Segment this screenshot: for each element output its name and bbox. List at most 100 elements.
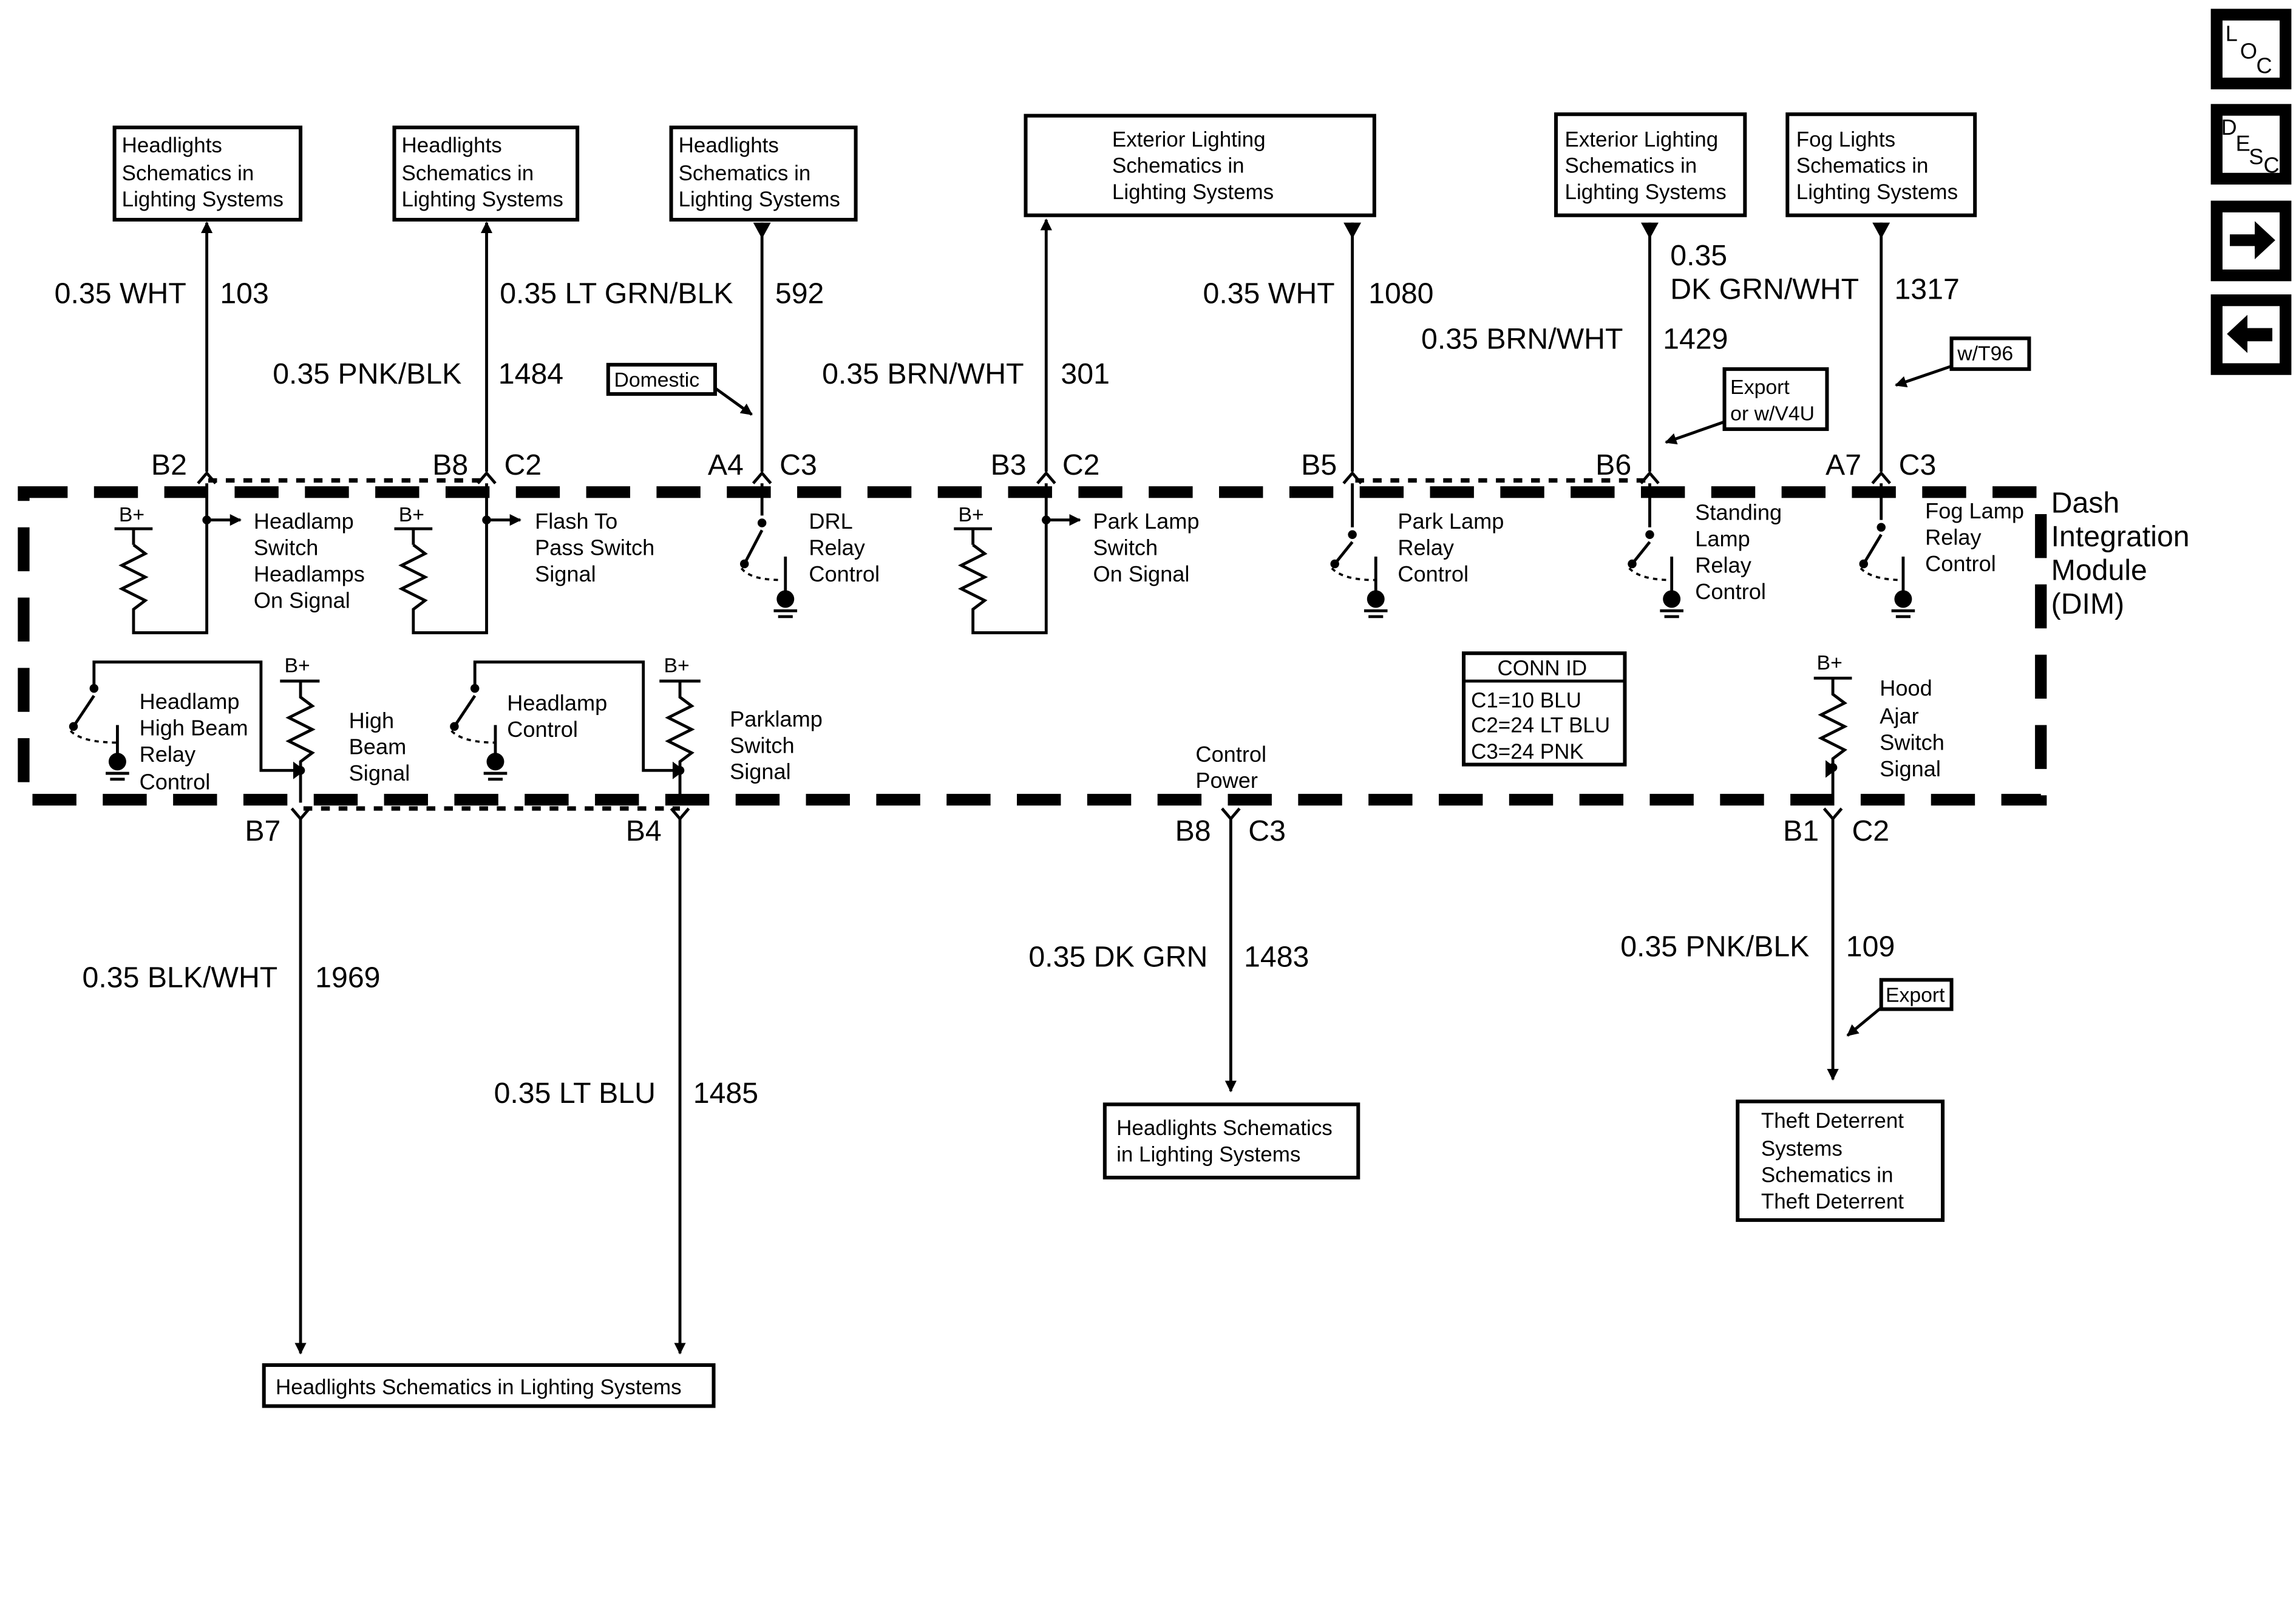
svg-text:301: 301 (1061, 358, 1110, 390)
dest-box-exterior-lighting-1: Exterior Lighting Schematics in Lighting… (1024, 114, 1376, 217)
dest-box-headlights-1: Headlights Schematics in Lighting System… (112, 125, 303, 222)
svg-text:Relay: Relay (809, 535, 865, 560)
svg-text:Systems: Systems (1761, 1137, 1843, 1161)
svg-text:Headlights Schematics in Light: Headlights Schematics in Lighting System… (276, 1375, 682, 1399)
dest-box-headlights-3: Headlights Schematics in Lighting System… (669, 125, 858, 222)
svg-text:C: C (2256, 53, 2272, 78)
svg-text:Control: Control (140, 770, 211, 795)
svg-text:Switch: Switch (1093, 535, 1158, 560)
svg-text:Theft Deterrent: Theft Deterrent (1761, 1190, 1904, 1213)
dim-module-name: Dash Integration Module (DIM) (2051, 487, 2190, 621)
svg-text:109: 109 (1846, 931, 1895, 963)
dim-module-outline (18, 486, 2047, 806)
svg-text:C3: C3 (1248, 815, 1286, 847)
svg-text:0.35: 0.35 (1670, 239, 1727, 272)
svg-text:Headlamp: Headlamp (254, 509, 354, 534)
svg-text:CONN ID: CONN ID (1498, 656, 1588, 680)
circuit-headlamp-high-beam: Headlamp High Beam Relay Control B+ High… (69, 654, 410, 803)
svg-text:Park Lamp: Park Lamp (1093, 509, 1200, 534)
note-export: Export (1846, 978, 1954, 1037)
svg-text:E: E (2236, 131, 2250, 156)
arrow-right-icon (2230, 221, 2275, 260)
svg-text:Lighting Systems: Lighting Systems (1565, 180, 1727, 204)
svg-text:Signal: Signal (535, 561, 596, 586)
svg-text:Signal: Signal (1880, 756, 1941, 781)
dest-box-headlights-bottom-long: Headlights Schematics in Lighting System… (262, 1363, 716, 1408)
svg-text:Relay: Relay (1925, 525, 1982, 550)
svg-text:1484: 1484 (498, 358, 563, 390)
svg-text:B+: B+ (1817, 651, 1843, 674)
svg-text:Export: Export (1886, 984, 1945, 1007)
svg-text:0.35 DK GRN: 0.35 DK GRN (1028, 941, 1207, 974)
svg-text:Domestic: Domestic (614, 368, 699, 392)
svg-text:0.35 PNK/BLK: 0.35 PNK/BLK (1620, 931, 1809, 963)
svg-text:L: L (2226, 21, 2238, 46)
dest-box-fog-lights: Fog Lights Schematics in Lighting System… (1785, 112, 1977, 217)
svg-text:Signal: Signal (349, 761, 410, 785)
pin-labels-bottom: B7 B4 B8 C3 B1 C2 (245, 815, 1889, 847)
svg-text:B6: B6 (1595, 449, 1631, 481)
svg-text:Schematics in: Schematics in (1761, 1163, 1894, 1187)
svg-text:Ajar: Ajar (1880, 703, 1918, 728)
wire-592: 0.35 LT GRN/BLK 592 (500, 277, 824, 310)
svg-text:Relay: Relay (140, 742, 196, 767)
svg-text:Control: Control (809, 561, 880, 586)
wire-1483: 0.35 DK GRN 1483 (1028, 941, 1309, 974)
svg-text:Headlamp: Headlamp (507, 690, 607, 715)
desc-button[interactable]: D E S C (2210, 104, 2292, 185)
svg-text:592: 592 (775, 277, 824, 310)
svg-text:C2: C2 (1852, 815, 1889, 847)
svg-text:Relay: Relay (1398, 535, 1454, 560)
svg-text:B+: B+ (285, 654, 310, 677)
svg-text:A4: A4 (708, 449, 744, 481)
wire-1317: 0.35 DK GRN/WHT 1317 (1670, 239, 1960, 305)
svg-text:1969: 1969 (315, 961, 380, 994)
svg-text:Headlamps: Headlamps (254, 561, 365, 586)
svg-text:High Beam: High Beam (140, 715, 248, 740)
note-wt96: w/T96 (1895, 336, 2031, 388)
svg-text:Lighting Systems: Lighting Systems (1796, 180, 1958, 204)
loc-button[interactable]: L O C (2210, 8, 2292, 90)
svg-text:or w/V4U: or w/V4U (1730, 402, 1815, 425)
svg-text:0.35 PNK/BLK: 0.35 PNK/BLK (273, 358, 461, 390)
svg-text:High: High (349, 708, 394, 733)
svg-text:Fog Lamp: Fog Lamp (1925, 498, 2024, 523)
svg-text:DRL: DRL (809, 509, 852, 534)
svg-text:C1=10 BLU: C1=10 BLU (1471, 689, 1581, 713)
wire-103: 0.35 WHT 103 (55, 277, 269, 310)
svg-text:B8: B8 (432, 449, 468, 481)
svg-text:Beam: Beam (349, 734, 407, 759)
svg-text:Integration: Integration (2051, 520, 2190, 553)
svg-text:Headlights: Headlights (122, 134, 222, 157)
svg-text:Schematics in: Schematics in (1565, 154, 1697, 178)
svg-text:Switch: Switch (730, 733, 795, 758)
svg-text:DK GRN/WHT: DK GRN/WHT (1670, 273, 1859, 305)
svg-text:O: O (2240, 39, 2257, 64)
svg-text:Park Lamp: Park Lamp (1398, 509, 1504, 534)
svg-text:B+: B+ (664, 654, 689, 677)
svg-text:Schematics in: Schematics in (1112, 154, 1245, 178)
svg-text:0.35 WHT: 0.35 WHT (1203, 277, 1334, 310)
svg-text:Headlights Schematics: Headlights Schematics (1116, 1116, 1333, 1140)
svg-text:Standing: Standing (1695, 500, 1782, 525)
svg-text:Dash: Dash (2051, 487, 2120, 520)
svg-text:0.35 WHT: 0.35 WHT (55, 277, 186, 310)
svg-text:Lighting Systems: Lighting Systems (402, 188, 563, 211)
svg-text:Switch: Switch (254, 535, 319, 560)
svg-text:Control: Control (1695, 579, 1766, 604)
circuit-park-lamp-switch: B+ Park Lamp Switch On Signal (954, 483, 1200, 634)
svg-text:C2: C2 (1062, 449, 1100, 481)
circuit-flash-to-pass: B+ Flash To Pass Switch Signal (394, 483, 654, 634)
circuit-hood-ajar: B+ Hood Ajar Switch Signal (1813, 651, 1944, 803)
svg-text:Control: Control (1398, 561, 1469, 586)
next-arrow-button[interactable] (2210, 200, 2292, 282)
svg-text:B7: B7 (245, 815, 280, 847)
svg-text:B8: B8 (1175, 815, 1211, 847)
wire-1484: 0.35 PNK/BLK 1484 (273, 358, 563, 390)
dest-box-headlights-2: Headlights Schematics in Lighting System… (392, 125, 580, 222)
svg-text:Headlights: Headlights (679, 134, 779, 157)
svg-text:Headlamp: Headlamp (140, 689, 240, 714)
prev-arrow-button[interactable] (2210, 294, 2292, 375)
svg-text:B+: B+ (959, 503, 984, 526)
